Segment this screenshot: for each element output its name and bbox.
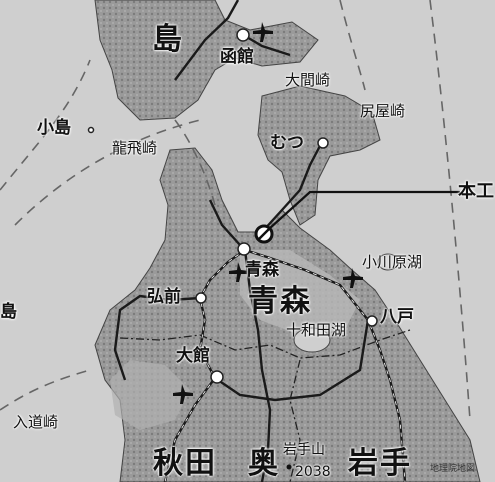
marker-aomori: [237, 242, 251, 256]
region-label-hokkaido: 島: [152, 22, 184, 57]
city-label-odate: 大館: [176, 346, 210, 366]
city-label-hachinohe: 八戸: [380, 307, 414, 327]
marker-odate: [210, 370, 224, 384]
lake-towada: [293, 327, 331, 353]
prefecture-border-south: [289, 359, 301, 482]
airport-icon-odate: [173, 384, 193, 404]
peak-label-iwatesan: 岩手山: [283, 442, 325, 458]
marker-kojima: [87, 126, 95, 134]
sea-route-5: [0, 369, 91, 411]
peak-elevation-iwatesan: 2038: [295, 464, 331, 480]
city-label-mutsu: むつ: [270, 133, 304, 153]
island-label-kojima: 小島: [37, 118, 71, 138]
prefecture-border-north: [119, 329, 411, 359]
callout-leader-line: [269, 190, 460, 229]
map-credit: 地理院地図: [430, 464, 476, 474]
callout-label: 本工: [458, 181, 494, 202]
marker-hakodate: [236, 28, 250, 42]
lake-label-towadako: 十和田湖: [286, 321, 347, 339]
odate-lowland: [110, 360, 190, 430]
marker-hachinohe: [366, 315, 378, 327]
shimokita-land: [257, 85, 381, 226]
sea-route-4: [339, 0, 366, 91]
peak-marker-iwatesan: [286, 464, 292, 470]
lake-label-ogawarako: 小川原湖: [362, 253, 423, 271]
region-label-aomori: 青森: [248, 284, 312, 319]
airport-icon-hakodate: [253, 22, 273, 42]
marker-mutsu: [317, 137, 329, 149]
marker-hirosaki: [195, 292, 207, 304]
region-label-iwate: 岩手: [348, 446, 412, 481]
aomori-lowland: [240, 250, 360, 335]
cape-label-oomazaki: 大間崎: [285, 71, 331, 89]
sea-route-6: [174, 119, 216, 206]
airport-icons: [173, 22, 363, 404]
city-label-aomori: 青森: [245, 260, 279, 280]
city-markers: [87, 28, 378, 384]
region-label-oou: 奥: [248, 446, 280, 481]
cape-label-nyudozaki: 入道崎: [13, 413, 59, 431]
lake-ogawara: [377, 253, 399, 271]
cape-label-tappizaki: 龍飛崎: [112, 139, 158, 157]
region-label-akita: 秋田: [153, 446, 217, 481]
airport-icon-aomori: [229, 262, 249, 282]
city-label-hirosaki: 弘前: [147, 287, 181, 307]
city-label-hakodate: 函館: [220, 47, 254, 67]
sea-route-2: [0, 59, 91, 191]
sea-route-1: [14, 119, 201, 226]
region-label-left-edge: 島: [0, 302, 17, 322]
cape-label-shiriyazaki: 尻屋崎: [360, 102, 406, 120]
airport-icon-misawa: [343, 268, 363, 288]
sea-route-3: [429, 0, 471, 421]
